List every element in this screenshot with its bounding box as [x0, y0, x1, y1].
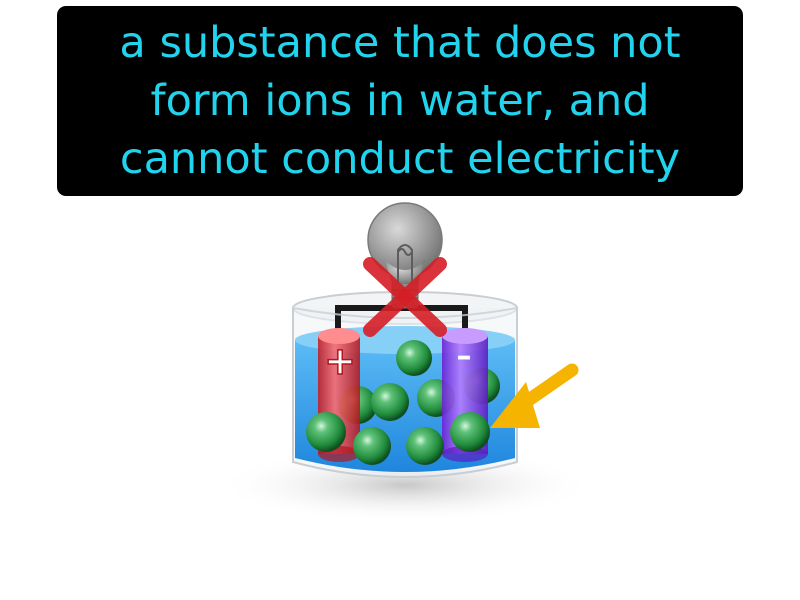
highlighted-molecule [450, 412, 490, 452]
molecule [406, 427, 444, 465]
minus-sign: – [457, 339, 472, 374]
plus-sign: + [324, 339, 356, 383]
definition-line-2: form ions in water, and [150, 76, 650, 126]
molecule [353, 427, 391, 465]
molecule [396, 340, 432, 376]
molecule [306, 412, 346, 452]
pointer-arrow-icon [490, 363, 579, 428]
definition-text: a substance that does not form ions in w… [119, 14, 680, 188]
red-x-icon [363, 257, 447, 337]
definition-line-1: a substance that does not [119, 18, 681, 68]
definition-caption-box: a substance that does not form ions in w… [57, 6, 743, 196]
definition-line-3: cannot conduct electricity [119, 134, 681, 184]
molecule [371, 383, 409, 421]
